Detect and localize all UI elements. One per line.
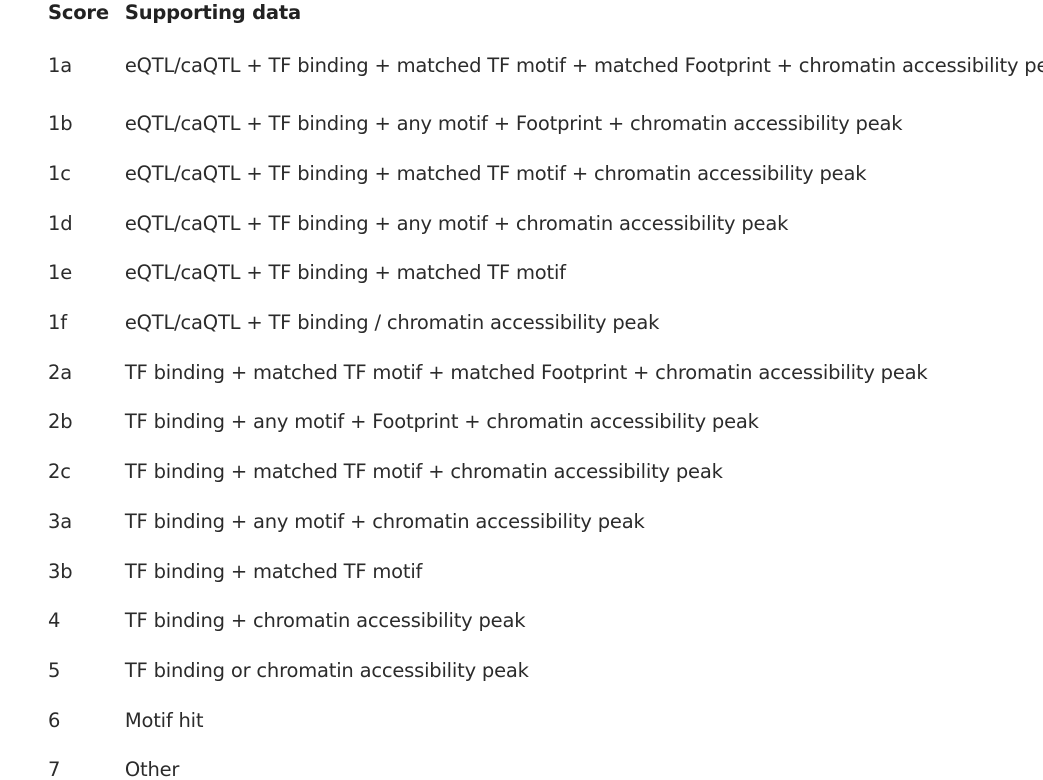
table-row: 1f eQTL/caQTL + TF binding / chromatin a…	[40, 298, 1043, 348]
supporting-data-cell: eQTL/caQTL + TF binding + matched TF mot…	[124, 53, 1043, 77]
supporting-data-cell: Motif hit	[124, 708, 204, 732]
score-cell: 1b	[48, 112, 73, 136]
score-cell: 1d	[48, 211, 73, 235]
score-cell: 1c	[48, 162, 71, 186]
score-cell: 6	[48, 708, 61, 732]
score-cell: 7	[48, 758, 61, 780]
table-row: 1c eQTL/caQTL + TF binding + matched TF …	[40, 149, 1043, 199]
supporting-data-cell: TF binding + any motif + Footprint + chr…	[124, 410, 759, 434]
score-cell: 4	[48, 609, 61, 633]
supporting-data-cell: TF binding + chromatin accessibility pea…	[124, 609, 526, 633]
supporting-data-cell: eQTL/caQTL + TF binding + matched TF mot…	[124, 162, 867, 186]
score-table: Score Supporting data 1a eQTL/caQTL + TF…	[40, 0, 1043, 780]
supporting-data-cell: eQTL/caQTL + TF binding + any motif + Fo…	[124, 112, 903, 136]
supporting-data-cell: eQTL/caQTL + TF binding / chromatin acce…	[124, 311, 660, 335]
score-cell: 5	[48, 658, 61, 682]
score-cell: 3a	[48, 509, 72, 533]
table-row: 2b TF binding + any motif + Footprint + …	[40, 397, 1043, 447]
table-row: 3a TF binding + any motif + chromatin ac…	[40, 497, 1043, 547]
table-row: 1e eQTL/caQTL + TF binding + matched TF …	[40, 248, 1043, 298]
table-row: 1a eQTL/caQTL + TF binding + matched TF …	[40, 27, 1043, 99]
table-row: 2c TF binding + matched TF motif + chrom…	[40, 447, 1043, 497]
table-row: 7 Other	[40, 745, 1043, 780]
supporting-data-cell: eQTL/caQTL + TF binding + any motif + ch…	[124, 211, 789, 235]
supporting-data-cell: TF binding or chromatin accessibility pe…	[124, 658, 529, 682]
table-header: Score Supporting data	[40, 0, 1043, 27]
score-cell: 2b	[48, 410, 73, 434]
table-row: 6 Motif hit	[40, 695, 1043, 745]
score-cell: 1a	[48, 53, 72, 77]
supporting-data-cell: eQTL/caQTL + TF binding + matched TF mot…	[124, 261, 566, 285]
header-row: Score Supporting data	[40, 0, 1043, 27]
supporting-data-cell: TF binding + matched TF motif + matched …	[124, 360, 928, 384]
table-row: 3b TF binding + matched TF motif	[40, 546, 1043, 596]
header-score: Score	[48, 0, 109, 24]
score-cell: 3b	[48, 559, 73, 583]
table-row: 1b eQTL/caQTL + TF binding + any motif +…	[40, 99, 1043, 149]
supporting-data-cell: Other	[124, 758, 180, 780]
supporting-data-cell: TF binding + any motif + chromatin acces…	[124, 509, 645, 533]
table-row: 4 TF binding + chromatin accessibility p…	[40, 596, 1043, 646]
supporting-data-cell: TF binding + matched TF motif + chromati…	[124, 460, 723, 484]
table-row: 5 TF binding or chromatin accessibility …	[40, 646, 1043, 696]
score-cell: 2a	[48, 360, 72, 384]
table-row: 1d eQTL/caQTL + TF binding + any motif +…	[40, 198, 1043, 248]
header-supporting-data: Supporting data	[124, 0, 301, 24]
score-cell: 2c	[48, 460, 71, 484]
supporting-data-cell: TF binding + matched TF motif	[124, 559, 423, 583]
table-body: 1a eQTL/caQTL + TF binding + matched TF …	[40, 27, 1043, 780]
score-cell: 1e	[48, 261, 73, 285]
score-cell: 1f	[48, 311, 67, 335]
table-row: 2a TF binding + matched TF motif + match…	[40, 347, 1043, 397]
